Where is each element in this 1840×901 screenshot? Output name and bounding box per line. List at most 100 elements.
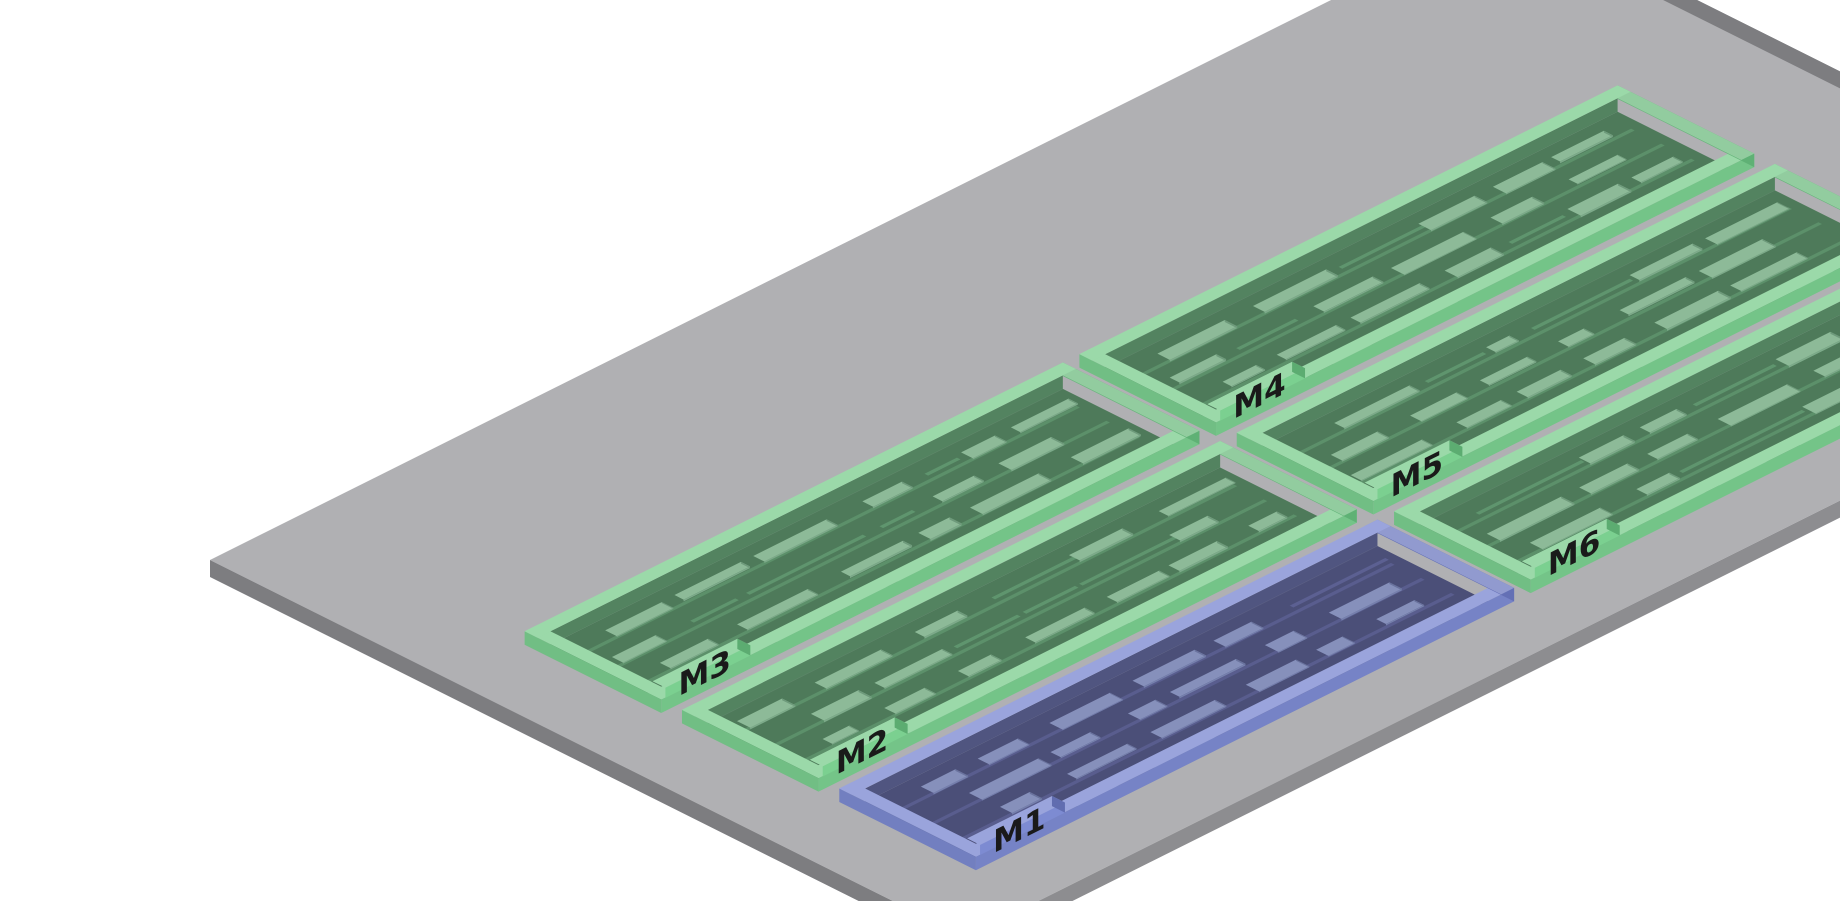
trace-line (879, 510, 916, 529)
chip-front (1568, 333, 1595, 348)
left-wall-outer (681, 709, 819, 792)
chip-side (1669, 472, 1680, 480)
chip-top (999, 792, 1042, 813)
chip-side (782, 698, 796, 707)
chip-top (1647, 433, 1698, 460)
module-M3[interactable]: M3 (524, 362, 1200, 714)
module-M4[interactable]: M4 (1079, 85, 1755, 436)
chip-side (1029, 792, 1042, 800)
chip-top (1444, 247, 1504, 278)
chip-front (623, 640, 667, 664)
chip-top (1169, 515, 1219, 541)
module-M1[interactable]: M1 (839, 519, 1515, 871)
front-wall-outer (975, 587, 1515, 871)
chip-front (1341, 588, 1402, 621)
chip-side (1194, 649, 1207, 658)
trace-line (1475, 460, 1585, 515)
chip-front (968, 659, 1002, 678)
chip-side (1216, 354, 1227, 361)
chip-front (1012, 798, 1042, 815)
chip-front (1495, 340, 1519, 354)
trace-line (584, 405, 1080, 654)
chip-front (1143, 655, 1207, 689)
trace-line (1692, 364, 1777, 407)
trace-line (690, 598, 739, 623)
chip-front (747, 594, 819, 631)
chip-side (1128, 428, 1141, 437)
module-M2[interactable]: M2 (681, 441, 1357, 792)
right-wall-rim (1761, 163, 1840, 210)
chip-top (957, 654, 1002, 677)
module-floor (1419, 315, 1840, 581)
module-floor (1262, 190, 1840, 502)
plaque-face (1220, 368, 1306, 421)
chip-front (1278, 637, 1308, 653)
left-wall-rim (1394, 504, 1544, 580)
chip-side (1127, 743, 1137, 750)
chip-front (1717, 208, 1790, 246)
chip-front (1646, 478, 1680, 496)
chip-side (1038, 473, 1052, 482)
chip-top (1583, 337, 1637, 365)
chip-side (1122, 528, 1134, 536)
chip-top (1558, 328, 1595, 347)
front-wall-rim (1203, 147, 1755, 423)
module-M5[interactable]: M5 (1236, 163, 1840, 515)
chip-front (1712, 245, 1776, 280)
chip-top (1132, 649, 1207, 687)
chip-top (1168, 541, 1228, 571)
chip-front (930, 523, 962, 542)
chip-front (1020, 403, 1078, 434)
chip-top (1730, 252, 1808, 291)
chip-side (1600, 507, 1613, 516)
chip-front (1639, 248, 1703, 282)
chip-top (1025, 607, 1095, 643)
chip-side (1527, 356, 1537, 363)
chip-side (1603, 130, 1613, 138)
chip-front (850, 545, 913, 579)
chip-side (1796, 252, 1808, 259)
chip-top (1157, 320, 1238, 360)
chip-front (1502, 202, 1545, 226)
chip-side (1342, 636, 1355, 644)
trace-line (802, 514, 1298, 762)
chip-top (1705, 202, 1790, 245)
chip-side (807, 588, 819, 596)
chip-side (1235, 658, 1246, 666)
chip-top (1169, 658, 1246, 697)
plaque-right-bevel (737, 638, 751, 656)
plaque-top-bevel (652, 638, 751, 688)
chip-top (605, 602, 674, 637)
chip-front (832, 730, 859, 745)
chip-side (1456, 392, 1468, 399)
chip-top (1578, 435, 1635, 464)
far-wall-inner (707, 453, 1221, 724)
chip-side (957, 610, 968, 618)
chip-top (822, 725, 859, 744)
far-wall-inner (1419, 301, 1840, 525)
chip-side (849, 725, 859, 732)
chip-side (901, 481, 913, 489)
chip-front (1168, 482, 1236, 517)
chip-front (1577, 159, 1627, 185)
chip-top (1492, 162, 1556, 194)
plaque-top-bevel (1521, 518, 1620, 568)
chip-side (1017, 738, 1030, 746)
far-wall-rim (1079, 85, 1631, 361)
chip-top (1636, 472, 1680, 495)
chip-front (1360, 288, 1430, 325)
chip-top (1150, 699, 1227, 738)
chip-front (1385, 604, 1425, 626)
chip-front (1506, 168, 1556, 195)
chip-top (874, 648, 953, 688)
chip-top (961, 435, 1007, 459)
platform-right-side (1663, 0, 1840, 89)
module-M6[interactable]: M6 (1394, 243, 1840, 594)
chip-side (1109, 692, 1123, 701)
chip-top (862, 481, 913, 507)
chip-front (1649, 414, 1687, 435)
chip-top (736, 698, 796, 728)
chip-front (1500, 503, 1575, 543)
chip-side (949, 517, 962, 526)
